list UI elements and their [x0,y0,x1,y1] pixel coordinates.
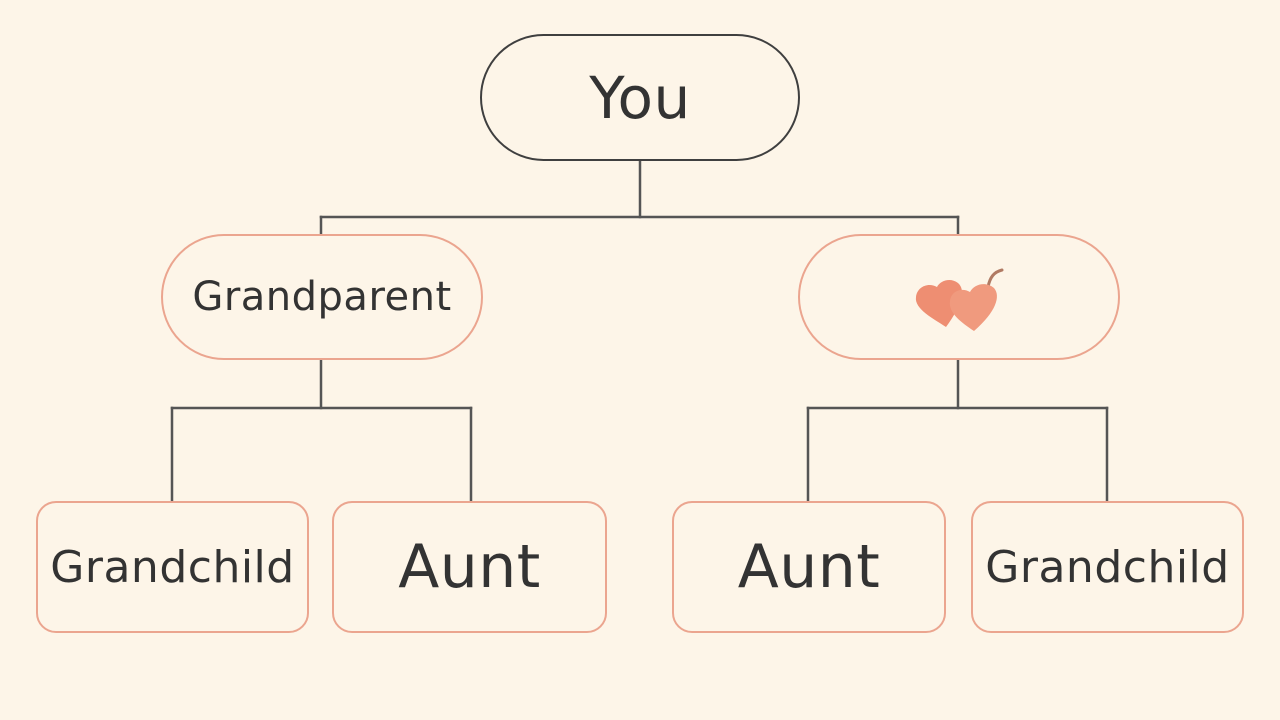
node-aunt-left-label: Aunt [398,532,541,602]
node-aunt-left: Aunt [332,501,607,633]
front-heart-icon [949,284,997,331]
node-grandparent: Grandparent [161,234,483,360]
node-grandchild-right-label: Grandchild [985,541,1230,593]
node-grandparent-label: Grandparent [192,274,452,320]
stem-icon [986,268,1004,289]
node-aunt-right-label: Aunt [737,532,881,602]
two-hearts-icon [915,268,1004,331]
node-grandchild-left: Grandchild [36,501,309,633]
node-you-label: You [589,63,691,132]
node-you: You [480,34,800,161]
back-heart-icon [915,280,962,327]
node-hearts [798,234,1120,360]
node-aunt-right: Aunt [672,501,946,633]
node-grandchild-right: Grandchild [971,501,1244,633]
node-grandchild-left-label: Grandchild [50,541,295,593]
